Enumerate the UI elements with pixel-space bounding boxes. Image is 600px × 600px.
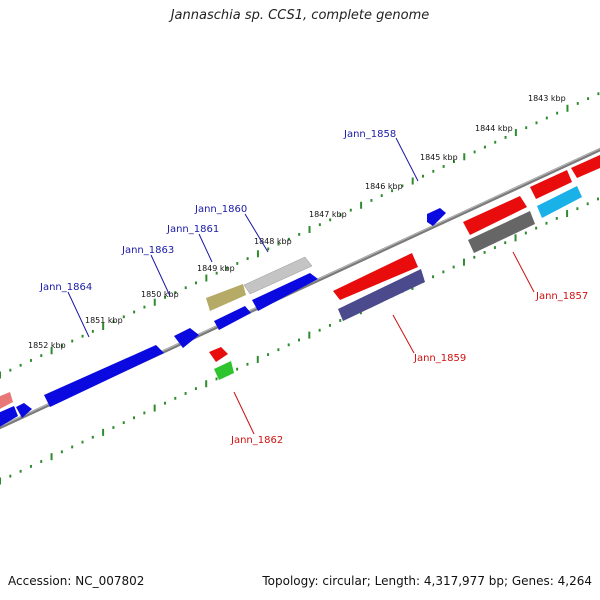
tick-label-1845: 1845 kbp [420, 153, 458, 162]
gene-jann-1862[interactable] [214, 361, 234, 380]
tick-label-1852: 1852 kbp [28, 341, 66, 350]
gene-left-small-1[interactable] [16, 403, 32, 418]
tick-label-1851: 1851 kbp [85, 316, 123, 325]
tick-label-1847: 1847 kbp [309, 210, 347, 219]
gene-jann-1861-lower[interactable] [214, 306, 251, 330]
gene-label-jann-1858: Jann_1858 [343, 129, 396, 140]
map-title: Jannaschia sp. CCS1, complete genome [170, 8, 430, 23]
forward-genes [0, 208, 446, 428]
gene-label-jann-1863: Jann_1863 [121, 245, 174, 256]
leader-line-jann-1863 [150, 254, 171, 297]
gene-jann-1864[interactable] [44, 345, 164, 407]
gene-top-right-1[interactable] [571, 155, 600, 178]
gene-jann-1860-upper[interactable] [252, 273, 318, 311]
gene-jann-1857[interactable] [463, 196, 527, 235]
gene-top-right-2[interactable] [530, 170, 572, 199]
gene-left-small-2[interactable] [0, 406, 18, 428]
gene-cyan[interactable] [537, 186, 582, 218]
gene-label-jann-1861: Jann_1861 [166, 224, 219, 235]
gene-jann-1858[interactable] [427, 208, 446, 226]
gene-label-jann-1860: Jann_1860 [194, 204, 247, 215]
gene-jann-1863[interactable] [174, 328, 199, 348]
gene-jann-1859[interactable] [333, 253, 418, 300]
accession-label: Accession: NC_007802 [8, 574, 145, 588]
tick-label-1844: 1844 kbp [475, 124, 513, 133]
leader-line-jann-1857 [512, 251, 535, 293]
gene-labels: Jann_1858 Jann_1860 Jann_1861 Jann_1863 … [39, 129, 588, 446]
leader-line-jann-1859 [392, 314, 415, 354]
gene-jann-1861[interactable] [206, 284, 246, 311]
gene-jann-1862-red[interactable] [209, 347, 228, 362]
gene-label-jann-1859: Jann_1859 [413, 353, 466, 364]
tick-label-1843: 1843 kbp [528, 94, 566, 103]
inner-tick-row [0, 197, 600, 485]
tick-label-1849: 1849 kbp [197, 264, 235, 273]
scale-tick-labels: 1843 kbp 1844 kbp 1845 kbp 1846 kbp 1847… [28, 94, 566, 350]
gene-label-jann-1864: Jann_1864 [39, 282, 92, 293]
gene-jann-1860[interactable] [243, 256, 313, 295]
leader-line-jann-1858 [395, 137, 419, 182]
leader-line-jann-1860 [244, 213, 269, 253]
gene-left-pink[interactable] [0, 392, 13, 410]
tick-label-1846: 1846 kbp [365, 182, 403, 191]
leader-line-jann-1862 [233, 391, 255, 435]
tick-label-1848: 1848 kbp [254, 237, 292, 246]
leader-line-jann-1861 [198, 233, 213, 263]
leader-line-jann-1864 [67, 291, 90, 338]
gene-jann-1857-gray[interactable] [468, 211, 535, 253]
gene-label-jann-1862: Jann_1862 [230, 435, 283, 446]
gene-label-jann-1857: Jann_1857 [535, 291, 588, 302]
gene-jann-1859-navy[interactable] [338, 269, 425, 321]
reverse-genes [209, 155, 600, 380]
leader-lines [67, 137, 535, 435]
outer-tick-row [0, 92, 600, 379]
topology-label: Topology: circular; Length: 4,317,977 bp… [262, 574, 592, 588]
tick-label-1850: 1850 kbp [141, 290, 179, 299]
